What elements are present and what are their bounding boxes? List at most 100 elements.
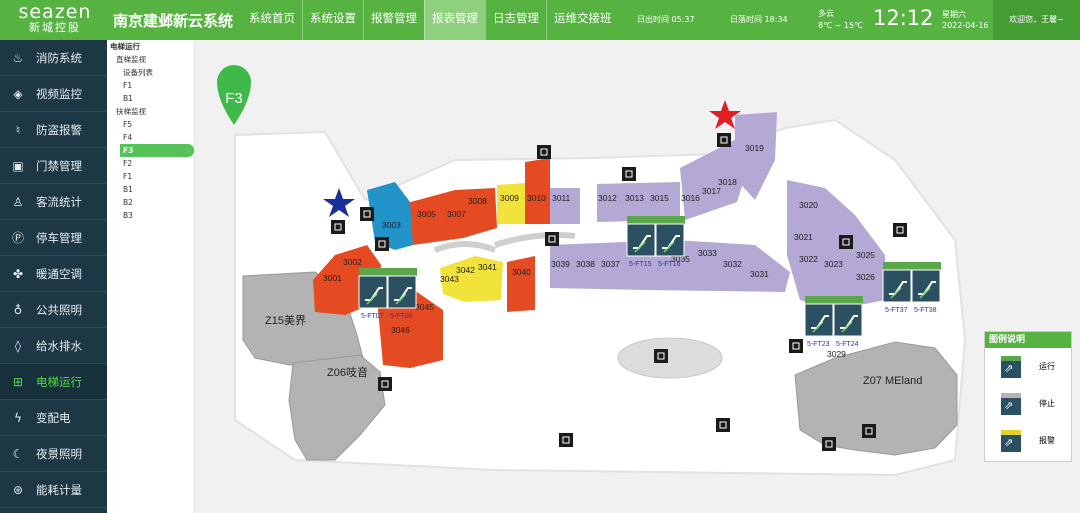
tree-node[interactable]: F4 bbox=[123, 133, 133, 142]
direction-arrow-icon bbox=[841, 321, 853, 333]
escalator-unit[interactable] bbox=[387, 275, 417, 309]
shop-block-purple-right bbox=[787, 180, 885, 310]
elevator-icon[interactable] bbox=[622, 167, 636, 181]
elevator-icon[interactable] bbox=[862, 424, 876, 438]
escalator-unit[interactable] bbox=[804, 303, 834, 337]
top-nav: 系统首页 系统设置 报警管理 报表管理 日志管理 运维交接班 bbox=[242, 0, 619, 40]
sidebar-item-label: 能耗计量 bbox=[36, 482, 82, 497]
elevator-icon[interactable] bbox=[822, 437, 836, 451]
zone-z06 bbox=[288, 354, 386, 461]
weather-temp: 8℃ ~ 15℃ bbox=[818, 21, 864, 30]
elevator-icon[interactable] bbox=[360, 207, 374, 221]
sidebar-item-11[interactable]: ☾夜景照明 bbox=[0, 436, 107, 472]
tree-node[interactable]: 扶梯监视 bbox=[116, 107, 146, 116]
sidebar-item-4[interactable]: ♙客流统计 bbox=[0, 184, 107, 220]
shop-block-orange-3040 bbox=[507, 256, 535, 312]
sidebar-item-1[interactable]: ◈视频监控 bbox=[0, 76, 107, 112]
sidebar-item-8[interactable]: ◊ 给水排水 bbox=[0, 328, 107, 364]
tree-node[interactable]: B3 bbox=[123, 211, 133, 220]
tree-node[interactable]: F3 bbox=[120, 144, 194, 157]
escalator-icon[interactable] bbox=[893, 223, 907, 237]
elevator-icon[interactable] bbox=[559, 433, 573, 447]
tree-node[interactable]: F2 bbox=[123, 159, 133, 168]
nav-home[interactable]: 系统首页 bbox=[249, 11, 295, 25]
tree-node[interactable]: F1 bbox=[123, 172, 133, 181]
shop-label: 3033 bbox=[698, 248, 717, 258]
escalator-label: 5-FT16 bbox=[658, 261, 681, 268]
parking-icon: Ⓟ bbox=[11, 231, 24, 245]
sidebar-item-7[interactable]: ♁公共照明 bbox=[0, 292, 107, 328]
nav-settings[interactable]: 系统设置 bbox=[302, 0, 363, 40]
sidebar-item-0[interactable]: ♨消防系统 bbox=[0, 40, 107, 76]
sidebar-item-12[interactable]: ⊛能耗计量 bbox=[0, 472, 107, 508]
restroom-icon[interactable] bbox=[331, 220, 345, 234]
escalator-unit[interactable] bbox=[358, 275, 388, 309]
welcome-user[interactable]: 欢迎您，王馨~ bbox=[993, 0, 1080, 40]
nav-shift[interactable]: 运维交接班 bbox=[546, 0, 619, 40]
zone-z07-label: Z07 MEland bbox=[863, 375, 922, 387]
tree-node[interactable]: 直梯监视 bbox=[116, 55, 146, 64]
elevator-icon-glyph bbox=[842, 238, 850, 246]
zone-z06-label: Z06吱音 bbox=[327, 365, 368, 379]
tree-node[interactable]: B2 bbox=[123, 198, 133, 207]
sidebar-item-label: 给水排水 bbox=[36, 338, 82, 353]
shop-label: 3025 bbox=[856, 250, 875, 260]
shop-label: 3010 bbox=[527, 193, 546, 203]
shop-label: 3037 bbox=[601, 259, 620, 269]
elevator-icon-glyph bbox=[792, 342, 800, 350]
shop-label: 3005 bbox=[417, 209, 436, 219]
shop-label: 3029 bbox=[827, 349, 846, 359]
sidebar-item-6[interactable]: ✤暖通空调 bbox=[0, 256, 107, 292]
nav-log[interactable]: 日志管理 bbox=[485, 0, 546, 40]
shop-label: 3041 bbox=[478, 262, 497, 272]
weather: 多云 8℃ ~ 15℃ bbox=[818, 8, 863, 32]
elevator-icon[interactable] bbox=[789, 339, 803, 353]
sidebar-item-9[interactable]: ⊞电梯运行 bbox=[0, 364, 107, 400]
escalator-icon[interactable] bbox=[545, 232, 559, 246]
sidebar-item-3[interactable]: ▣门禁管理 bbox=[0, 148, 107, 184]
escalator-icon[interactable] bbox=[654, 349, 668, 363]
shop-label: 3007 bbox=[447, 209, 466, 219]
tree-node[interactable]: F1 bbox=[123, 81, 133, 90]
atrium-void bbox=[617, 337, 723, 379]
tree-node[interactable]: B1 bbox=[123, 94, 133, 103]
tree-node[interactable]: 设备列表 bbox=[123, 68, 153, 77]
shop-label: 3017 bbox=[702, 186, 721, 196]
elevator-icon[interactable] bbox=[716, 418, 730, 432]
tree-root[interactable]: 电梯运行 bbox=[110, 42, 140, 51]
legend-title: 图例说明 bbox=[985, 332, 1071, 348]
escalator-unit[interactable] bbox=[833, 303, 863, 337]
tree-node[interactable]: F5 bbox=[123, 120, 133, 129]
fan-icon: ✤ bbox=[12, 266, 24, 281]
logo: seazen 新城控股 bbox=[10, 3, 100, 35]
nav-report[interactable]: 报表管理 bbox=[424, 0, 485, 40]
escalator-unit[interactable] bbox=[626, 223, 656, 257]
escalator-icon bbox=[811, 315, 829, 329]
restroom-icon[interactable] bbox=[375, 237, 389, 251]
elevator-icon[interactable] bbox=[839, 235, 853, 249]
alarm-bell-icon: ♮ bbox=[15, 122, 21, 137]
escalator-unit[interactable] bbox=[655, 223, 685, 257]
escalator-icon-glyph bbox=[657, 352, 665, 360]
escalator-unit[interactable] bbox=[882, 269, 912, 303]
escalator-running-icon: ⇗ bbox=[1001, 355, 1021, 378]
elevator-icon[interactable] bbox=[378, 377, 392, 391]
restroom-icon[interactable] bbox=[717, 133, 731, 147]
escalator-alarm-icon: ⇗ bbox=[1001, 429, 1021, 452]
elevator-icon[interactable] bbox=[537, 145, 551, 159]
direction-arrow-icon bbox=[812, 321, 824, 333]
water-drop-icon: ◊ bbox=[15, 338, 21, 353]
sidebar-item-2[interactable]: ♮防盗报警 bbox=[0, 112, 107, 148]
escalator-unit[interactable] bbox=[911, 269, 941, 303]
tree-node[interactable]: B1 bbox=[123, 185, 133, 194]
clock: 12:12 bbox=[873, 6, 934, 30]
nav-alarm[interactable]: 报警管理 bbox=[363, 0, 424, 40]
